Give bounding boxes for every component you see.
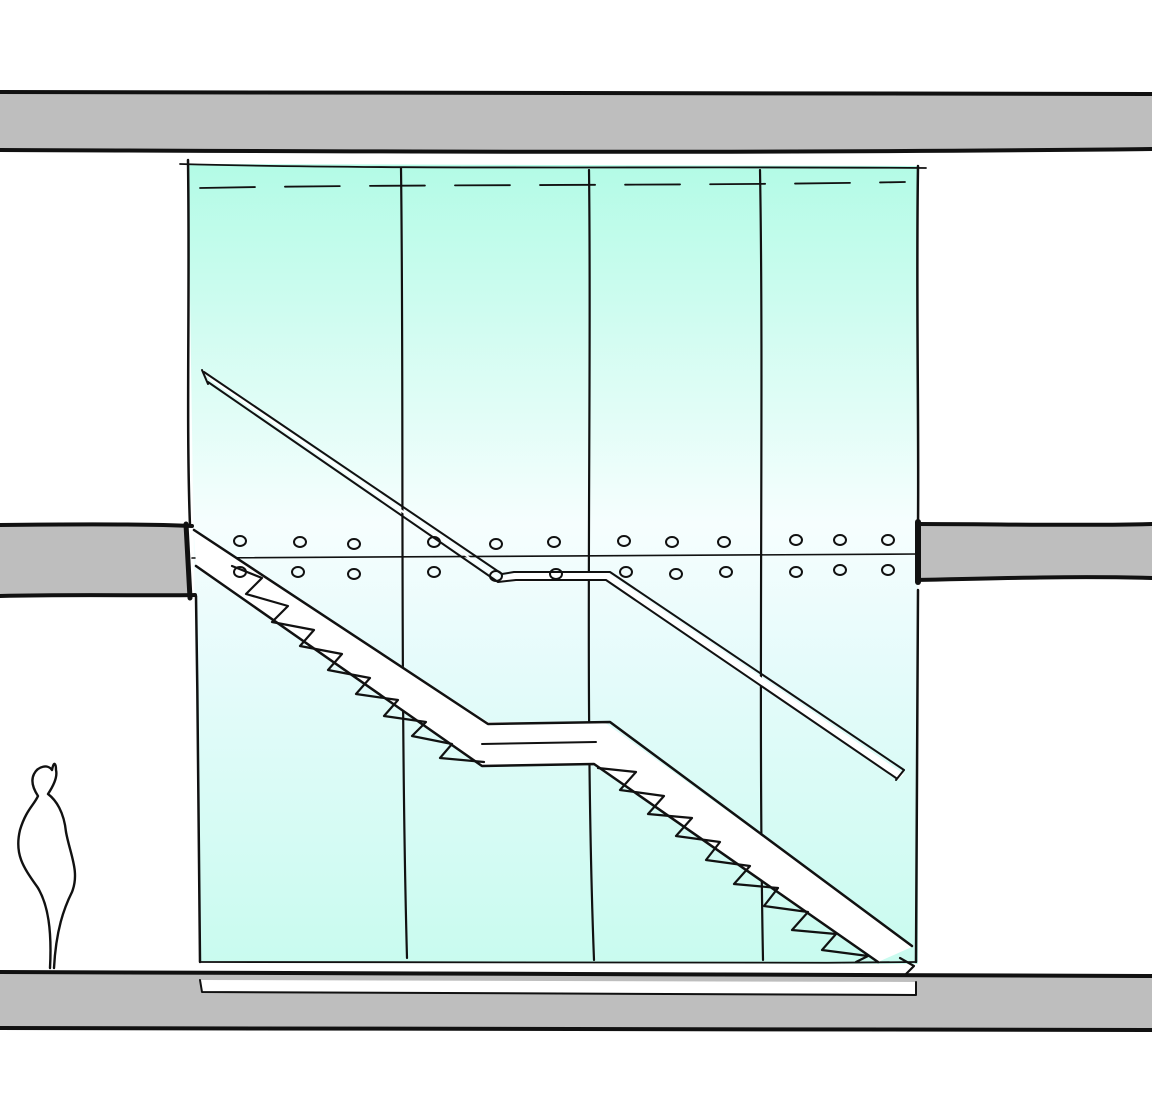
opening-marker-circle [617, 535, 631, 547]
lower-stair-top-line [192, 528, 914, 948]
floor-level-line [191, 553, 919, 559]
opening-marker-circle [833, 564, 847, 576]
glass-panel-area [188, 164, 918, 964]
opening-marker-circle [427, 536, 441, 548]
opening-marker-circle [427, 566, 441, 578]
glass-curtain-wall [179, 158, 927, 965]
roof-slab [0, 92, 1152, 151]
upper-stair-fill [204, 372, 904, 780]
lower-stair-zigzag-upper [230, 564, 486, 764]
upper-stair-start-cap [201, 369, 209, 385]
opening-marker-circle [291, 566, 305, 578]
glass-plinth [200, 980, 916, 994]
upper-stair-end-cap [895, 769, 905, 781]
roof-slab-top-line [0, 90, 1152, 96]
opening-marker-circle [881, 534, 895, 546]
opening-marker-circle [293, 536, 307, 548]
floor-slabs [0, 90, 1152, 1032]
middle-slab-left-bottom [0, 593, 197, 598]
upper-stair-top-line [203, 371, 905, 771]
glass-left-edge [186, 158, 202, 964]
opening-marker-circle [881, 564, 895, 576]
glass-right-edge [914, 164, 920, 964]
opening-marker-circle [833, 534, 847, 546]
opening-marker-circle [547, 536, 561, 548]
opening-marker-circle [549, 568, 563, 580]
opening-marker-circle [669, 568, 683, 580]
human-figure-outline [17, 762, 77, 970]
mullion-1 [399, 166, 409, 960]
opening-marker-circle [489, 570, 503, 582]
glass-top-edge [179, 163, 927, 169]
middle-slab-left-end [183, 521, 193, 601]
human-scale-figure [17, 762, 77, 970]
glass-plinth-line [199, 979, 917, 996]
ground-slab-bottom-line [0, 1026, 1152, 1032]
middle-slab-left [0, 525, 190, 596]
lower-stair-zigzag-lower [596, 766, 870, 964]
opening-marker-circle [719, 566, 733, 578]
opening-marker-circle [489, 538, 503, 550]
ground-slab [0, 971, 1152, 1030]
middle-slab-right-bottom [916, 575, 1152, 582]
opening-marker-circle [789, 566, 803, 578]
middle-slab-left-top [0, 522, 194, 528]
opening-marker-circle [717, 536, 731, 548]
lower-stair [192, 528, 916, 976]
upper-stair [201, 369, 905, 781]
middle-slab-right [918, 524, 1152, 580]
slab-opening-markers [233, 534, 895, 582]
glass-bottom-edge [199, 961, 917, 965]
opening-marker-circle [665, 536, 679, 548]
opening-marker-circle [347, 538, 361, 550]
lower-stair-fill [194, 530, 914, 962]
opening-marker-circle [619, 566, 633, 578]
opening-marker-circle [233, 535, 247, 547]
lower-stair-landing-inner [481, 741, 597, 745]
mullion-2 [587, 168, 596, 962]
roof-slab-bottom-line [0, 147, 1152, 154]
glass-top-dashed-line [199, 181, 906, 189]
opening-marker-circle [233, 566, 247, 578]
lower-stair-end-cap [898, 956, 916, 976]
middle-slab-right-top [916, 522, 1152, 527]
opening-marker-circle [789, 534, 803, 546]
upper-stair-bottom-line [207, 381, 897, 779]
opening-marker-circle [347, 568, 361, 580]
